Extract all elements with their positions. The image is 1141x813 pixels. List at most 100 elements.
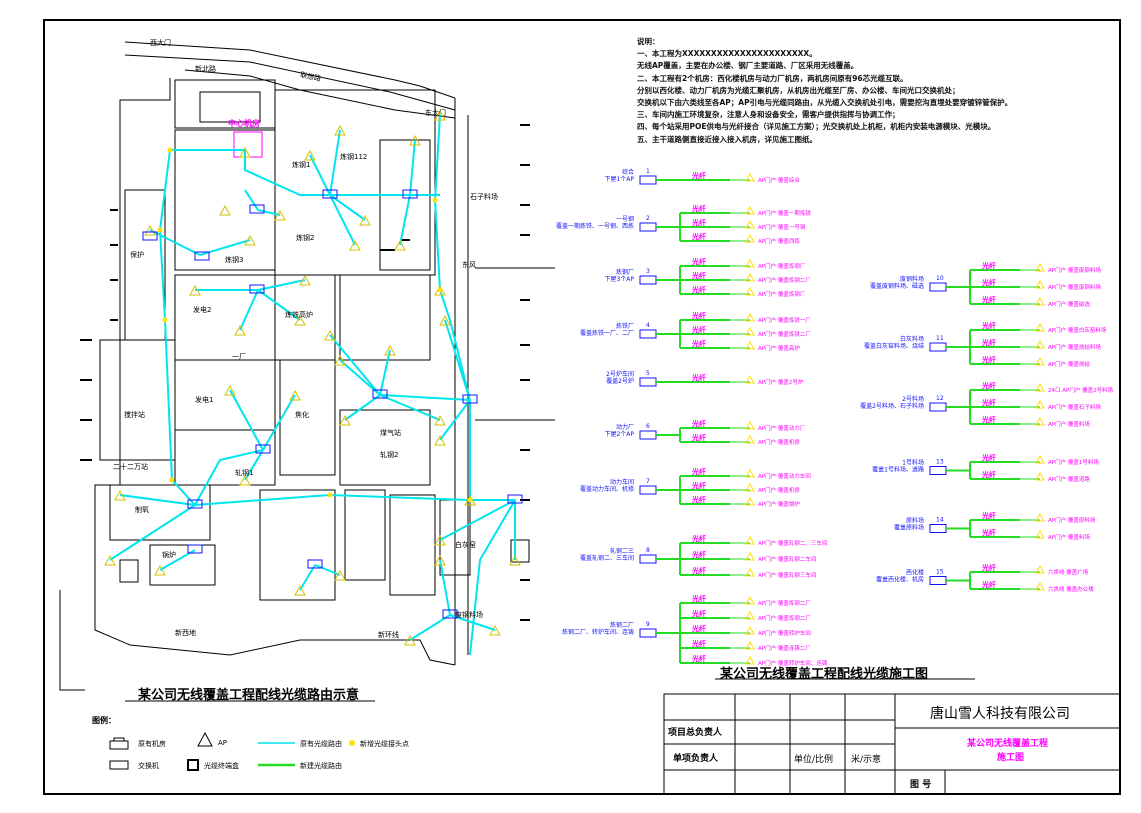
switch-sub-label: 覆盖一期炼铁、一号钢、西炼 (556, 222, 634, 230)
switch-number: 15 (936, 569, 944, 576)
label-steel3: 炼钢3 (225, 256, 244, 264)
label-new-road: 新北路 (195, 65, 216, 73)
ap-label: AP门户 覆盖锅炉 (758, 500, 800, 508)
ap-icon (1035, 529, 1045, 539)
ap-label: 六类线 覆盖办公楼 (1048, 585, 1094, 593)
drawing-type: 施工图 (997, 753, 1025, 763)
ap-label: AP门户 覆盖一号钢 (758, 223, 806, 231)
fiber-label: 光纤 (691, 433, 706, 442)
notes-line: 一、本工程为XXXXXXXXXXXXXXXXXXXXXX。 (637, 49, 817, 59)
map-title: 某公司无线覆盖工程配线光缆路由示意 (138, 688, 360, 703)
switch-icon (639, 329, 657, 339)
ap-label: AP门户 覆盖炼钢二厂 (758, 599, 811, 607)
ap-icon (1035, 471, 1045, 481)
ap-icon (745, 496, 755, 506)
switch-number: 10 (936, 275, 944, 282)
notes-block: 说明： 一、本工程为XXXXXXXXXXXXXXXXXXXXXX。 无线AP覆盖… (637, 36, 1107, 146)
legend-item: AP (218, 739, 228, 747)
junction-dots-map (157, 147, 473, 503)
switch-icon (639, 222, 657, 232)
legend-symbols (109, 731, 355, 771)
fiber-label: 光纤 (691, 467, 706, 476)
ap-label: AP门户 覆盖1号料场 (1048, 458, 1099, 466)
ap-label: AP门户 覆盖道路 (1048, 475, 1090, 483)
ap-label: AP门户 覆盖2号炉 (758, 378, 804, 386)
ap-icon (745, 535, 755, 545)
notes-line: 五、主干道路侧直接近接入接入机房，详见施工图纸。 (637, 134, 817, 144)
ap-icon (1035, 512, 1045, 522)
ap-label: AP门户 覆盖石子料场 (1048, 403, 1101, 411)
fiber-label: 光纤 (691, 550, 706, 559)
label-twenty-two: 二十二万站 (113, 463, 148, 471)
fiber-label: 光纤 (691, 339, 706, 348)
notes-heading: 说明： (637, 37, 660, 46)
ap-icon (1035, 296, 1045, 306)
switch-sub-label: 覆盖轧钢二、三车间 (580, 554, 634, 562)
ap-label: AP门户 覆盖西炼 (758, 237, 800, 245)
ap-label: AP门户 覆盖高炉 (758, 344, 800, 352)
switch-sub-label: 覆盖废钢料场、磁选 (870, 282, 924, 290)
switch-icon (929, 342, 947, 352)
fiber-label: 光纤 (691, 311, 706, 320)
ap-markers-map (104, 109, 521, 646)
switch-number: 1 (646, 168, 650, 175)
switch-number: 14 (936, 517, 944, 524)
notes-line: 二、本工程有2个机房：西化楼机房与动力厂机房，两机房间原有96芯光缆互联。 (637, 73, 908, 83)
label-oxygen: 制氧 (135, 506, 149, 514)
ap-label: AP门户 覆盖白灰窑料场 (1048, 326, 1107, 334)
switch-number: 3 (646, 268, 650, 275)
fiber-label: 光纤 (981, 261, 996, 270)
fiber-label: 光纤 (691, 495, 706, 504)
switch-sub-label: 下屋3个AP (604, 276, 634, 283)
notes-line: 无线AP覆盖，主要在办公楼、钢厂主要道路、厂区采用无线覆盖。 (637, 61, 859, 71)
fiber-label: 光纤 (981, 321, 996, 330)
ap-label: AP门户 覆盖炼钢厂 (758, 290, 806, 298)
notes-line: 四、每个站采用POE供电与光纤接合（详见施工方案）；光交换机处上机柜，机柜内安装… (637, 122, 996, 132)
switch-number: 4 (646, 322, 650, 329)
ap-label: AP门户 覆盖机修 (758, 486, 800, 494)
switch-name-label: 原料场 (906, 517, 924, 525)
ap-icon (1035, 564, 1045, 574)
label-east-gate: 东大门 (425, 109, 446, 117)
label-power1: 发电1 (195, 396, 214, 404)
label-stirring: 搅拌站 (124, 411, 145, 419)
fiber-label: 光纤 (691, 654, 706, 663)
fiber-label: 光纤 (691, 566, 706, 575)
fiber-label: 光纤 (691, 285, 706, 294)
ap-icon (745, 272, 755, 282)
label-coke: 焦化 (295, 411, 309, 419)
company-name: 唐山雪人科技有限公司 (930, 706, 1070, 722)
fiber-label: 光纤 (981, 511, 996, 520)
label-gas: 煤气站 (380, 429, 401, 437)
fiber-label: 光纤 (691, 419, 706, 428)
switch-icon (639, 275, 657, 285)
notes-line: 分别以西化楼、动力厂机房为光缆汇聚机房，从机房出光缆至厂房、办公楼、车间光口交换… (637, 85, 960, 95)
ap-icon (745, 233, 755, 243)
fiber-label: 光纤 (691, 594, 706, 603)
label-power2: 发电2 (193, 306, 212, 314)
label-new-west: 新西地 (175, 629, 196, 637)
switch-icon (929, 576, 947, 585)
ap-label: 六类线 覆盖广场 (1048, 568, 1089, 576)
fiber-label: 光纤 (981, 470, 996, 479)
switch-number: 6 (646, 423, 650, 430)
fiber-label: 光纤 (981, 278, 996, 287)
ap-label: AP门户 覆盖连铸二厂 (758, 644, 811, 652)
switch-icon (929, 402, 947, 412)
switch-sub-label: 下屋2个AP (604, 431, 634, 438)
label-west-steel: 炼钢112 (340, 153, 368, 161)
label-keep: 保护 (130, 251, 144, 259)
switch-icon (639, 377, 657, 387)
ap-label: AP门户 覆盖废钢料场 (1048, 266, 1101, 274)
label-steel1: 炼钢1 (292, 161, 311, 169)
switch-number: 13 (936, 459, 944, 466)
ap-icon (745, 468, 755, 478)
label-stone-yard: 石子料场 (470, 193, 498, 201)
fiber-label: 光纤 (691, 481, 706, 490)
switch-name-label: 2号料场 (902, 395, 924, 403)
switch-name-label: 2号炉车间 (606, 370, 634, 378)
ap-label: AP门户 覆盖炼铁一厂 (758, 316, 811, 324)
ap-label: AP门户 覆盖炼钢二厂 (758, 614, 811, 622)
ap-icon (745, 434, 755, 444)
